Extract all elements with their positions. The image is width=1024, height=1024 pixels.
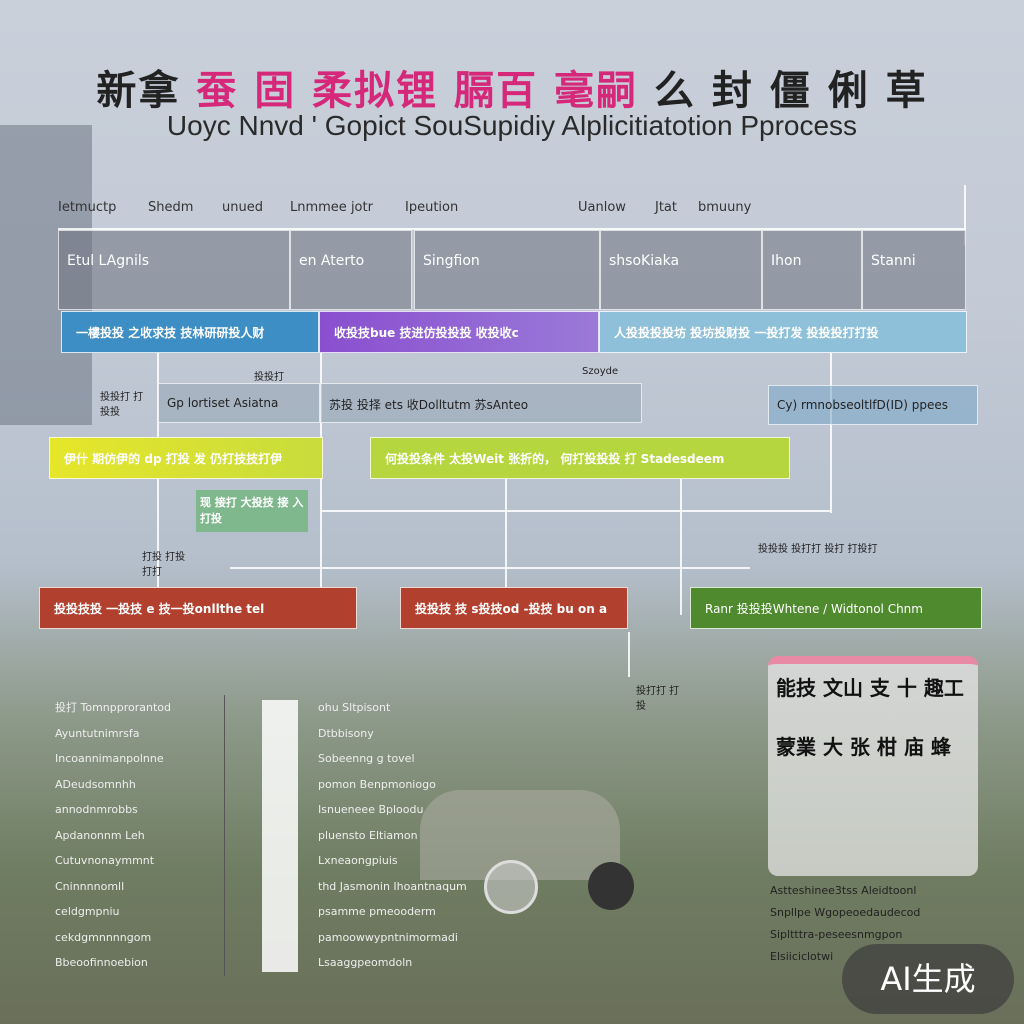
outcome-box-green: Ranr 投投投Whtene / Widtonol Chnm [690,587,982,629]
annotation: 打投 打投打打 [142,552,186,578]
title-part-pink: 蚕 固 柔拟锂 膈百 毫嗣 [196,68,638,114]
card-footer-line: Snpllpe Wgopeoedaudecod [770,906,921,919]
list-item: Isnueneee Bploodu [318,803,424,816]
list-item: Incoannimanpolnne [55,752,164,765]
title-part: 么 封 僵 俐 草 [653,68,928,114]
card-footer: Astteshinee3tss Aleidtoonl Snpllpe Wgope… [770,880,980,968]
connector-line [320,510,832,512]
column-header: Jtat [655,200,677,215]
outcome-box-red: 投投技 技 s投技od -投技 bu on a [400,587,628,629]
detail-box: 苏投 投择 ets 收Dolltutm 苏sAnteo [320,383,642,423]
list-item: 投打 Tomnpprorantod [55,701,171,714]
column-header: Shedm [148,200,194,215]
list-item: pomon Benpmoniogo [318,777,436,791]
connector-line [230,567,750,569]
list-item: Lxneaongpiuis [318,854,398,867]
annotation: Szoyde [582,366,619,377]
list-item: Cutuvnonaymmnt [55,854,155,867]
column-header: bmuuny [698,200,752,215]
process-step-blue: 一樓投投 之收求技 技林研研投人财 [61,311,319,353]
card-subheading: 蒙業 大 张 柑 庙 蜂 [776,735,951,759]
column-header: Lnmmee jotr [290,200,373,215]
connector-line [830,353,832,513]
column-header: Ietmuctp [58,200,117,215]
green-tag: 现 接打 大投技 接 入 打投 [196,490,308,532]
column-header: Ipeution [405,200,459,215]
left-list: 投打 Tomnpprorantod Ayuntutnimrsfa Incoann… [55,695,225,976]
page-title-english: Uoyc Nnvd ' Gopict SouSupidiy Alplicitia… [166,110,858,141]
list-item: Lsaaggpeomdoln [318,956,413,969]
list-item: pamoowwypntnimormadi [318,930,458,944]
list-item: Bbeoofinnoebion [55,956,148,969]
stage-box: en Aterto [290,230,412,310]
list-item: Apdanonnm Leh [55,828,145,842]
stage-box: shsoKiaka [600,230,762,310]
column-header: unued [222,200,263,215]
list-item: Ayuntutnimrsfa [55,726,140,740]
stage-box: Singfion [414,230,600,310]
process-step-lime: 何投投条件 太投Weit 张折的， 何打投投投 打 Stadesdeem [370,437,790,479]
list-item: celdgmpniu [55,905,120,918]
column-header: Uanlow [578,200,626,215]
process-step-lightblue: 人投投投投坊 投坊投财投 一投打发 投投投打打投 [599,311,967,353]
stage-box: Stanni [862,230,966,310]
connector-line [58,228,966,230]
list-item: cekdgmnnnngom [55,930,152,944]
list-item: pluensto Eltiamon [318,828,418,842]
dot-icon [588,862,634,910]
detail-box: Cy) rmnobseoltlfD(ID) ppees [768,385,978,425]
connector-line [680,475,682,615]
list-bar [262,700,298,972]
card-footer-line: Elsiiciclotwi [770,950,834,963]
info-card: 能技 文山 支 十 趣工 蒙業 大 张 柑 庙 蜂 [768,656,978,876]
process-step-yellow: 伊什 期仿伊的 dp 打投 发 仍打技技打伊 [49,437,323,479]
annotation: 投投打 打投投 [100,392,144,418]
annotation: 投打打 打投 [636,686,680,712]
list-item: thd Jasmonin Ihoantnaqum [318,879,467,893]
card-footer-line: Astteshinee3tss Aleidtoonl [770,884,917,897]
stamp-icon [484,860,538,914]
annotation: 投投投 投打打 投打 打投打 [758,544,878,555]
stage-box: Etul LAgnils [58,230,290,310]
right-list: ohu Sltpisont Dtbbisony Sobeenng g tovel… [318,695,478,976]
list-item: Dtbbisony [318,726,374,740]
list-item: Cninnnnomll [55,879,125,893]
list-item: psamme pmeooderm [318,905,436,918]
card-heading: 能技 文山 支 十 趣工 [776,676,964,700]
connector-line [964,185,966,245]
ai-generated-badge: AI生成 [842,944,1014,1014]
connector-line [628,632,630,677]
page-title-chinese: 新拿 蚕 固 柔拟锂 膈百 毫嗣 么 封 僵 俐 草 [0,58,1024,116]
list-item: annodnmrobbs [55,803,138,816]
connector-line [505,475,507,595]
detail-box: Gp lortiset Asiatna [158,383,320,423]
list-item: ohu Sltpisont [318,701,391,714]
title-part: 新拿 [96,68,181,114]
annotation: 投投打 [254,372,284,383]
outcome-box-red: 投投技投 一投技 e 技一投onllthe tel [39,587,357,629]
stage-box: Ihon [762,230,862,310]
card-footer-line: Sipltttra-peseesnmgpon [770,928,903,941]
list-item: ADeudsomnhh [55,777,136,791]
list-item: Sobeenng g tovel [318,752,415,765]
process-step-purple: 收投技bue 技进仿投投投 收投收c [319,311,599,353]
